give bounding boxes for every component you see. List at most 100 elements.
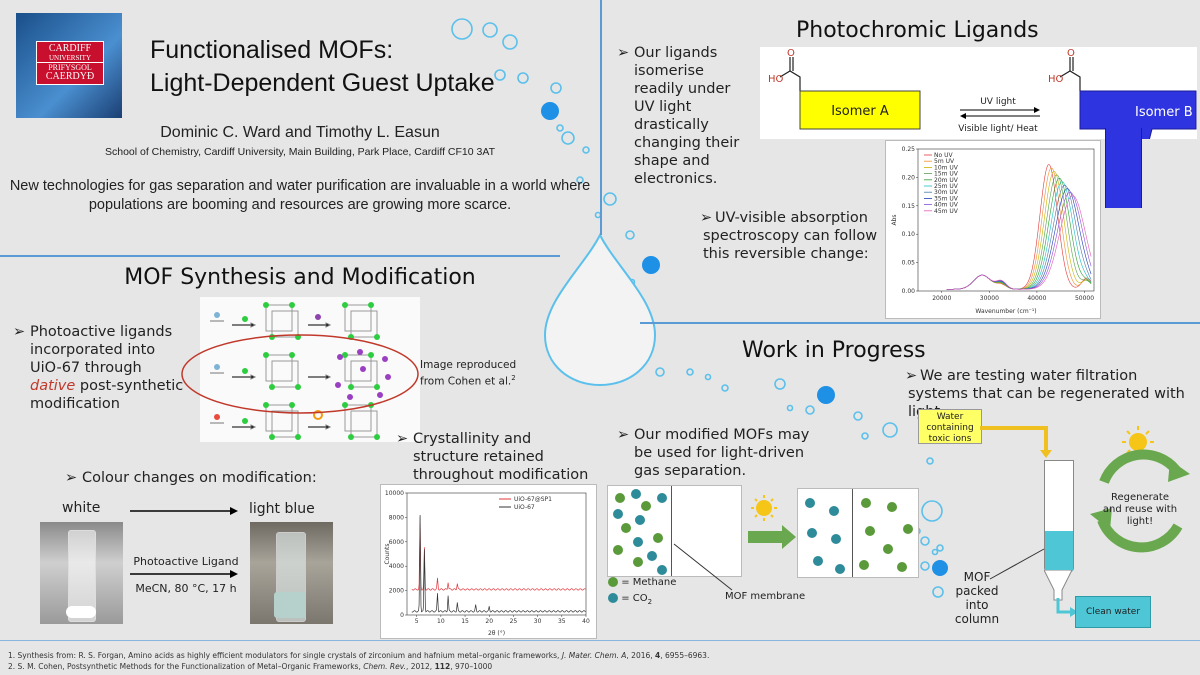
series-line-UiO-67 <box>411 514 586 613</box>
divider-right-horizontal <box>640 322 1200 324</box>
cycle-arrow-bottom <box>1097 518 1183 553</box>
bullet-arrow-icon: ➢ <box>617 427 630 443</box>
image-credit: Image reproduced from Cohen et al.2 <box>420 359 530 389</box>
x-axis-label: 2θ (°) <box>488 630 505 637</box>
bullet-water-filtration: ➢ We are testing water filtration system… <box>905 367 1198 421</box>
bullet-text-dative: dative <box>30 378 76 394</box>
ref1-text: 1. Synthesis from: R. S. Forgan, Amino a… <box>8 651 562 660</box>
ref1-journal: J. Mater. Chem. A <box>561 651 627 660</box>
y-tick-label: 6000 <box>389 539 404 546</box>
bullet-arrow-icon: ➢ <box>617 45 630 61</box>
x-tick-label: 20 <box>485 618 493 625</box>
legend-label: 45m UV <box>934 208 959 215</box>
legend-methane: = Methane <box>608 577 676 588</box>
membrane-line <box>671 486 672 576</box>
series-line-45m UV <box>946 195 1092 290</box>
mof-column-pointer <box>989 548 1045 580</box>
bullet-uv-vis: ➢ UV-visible absorption spectroscopy can… <box>700 209 883 263</box>
plot-frame <box>917 148 1095 292</box>
x-tick-label: 5 <box>415 618 419 625</box>
legend-label: UiO-67@SP1 <box>514 496 552 503</box>
cycle-arrow-top <box>1099 449 1180 484</box>
scheme-guests <box>335 349 391 400</box>
ref2-volume: 112 <box>434 662 451 671</box>
bullet-text-a: Photoactive ligands incorporated into Ui… <box>30 324 173 376</box>
legend-label: 5m UV <box>934 158 955 165</box>
isomer-a-label: Isomer A <box>831 104 889 119</box>
y-tick-label: 0 <box>400 612 404 619</box>
co2-label: = CO <box>621 593 648 604</box>
image-credit-text: Image reproduced from Cohen et al. <box>420 359 517 388</box>
x-tick-label: 25 <box>510 618 518 625</box>
logo-line-2: UNIVERSITY <box>49 54 91 62</box>
bullet-colour-changes: ➢ Colour changes on modification: <box>65 469 342 487</box>
x-tick-label: 40 <box>582 618 590 625</box>
series-line-40m UV <box>946 191 1092 290</box>
isomer-b-stem <box>1105 128 1142 208</box>
poster-title: Functionalised MOFs: Light-Dependent Gue… <box>150 34 495 100</box>
y-tick-label: 0.20 <box>902 174 916 181</box>
logo-line-3: PRIFYSGOL <box>37 62 103 72</box>
y-tick-label: 0.05 <box>902 260 916 267</box>
regenerate-label: Regenerate and reuse with light! <box>1102 492 1178 527</box>
bullet-colour-text: Colour changes on modification: <box>82 470 317 486</box>
reference-2: 2. S. M. Cohen, Postsynthetic Methods fo… <box>8 662 492 671</box>
reaction-label: Photoactive Ligand <box>133 555 239 568</box>
bullet-arrow-icon: ➢ <box>396 431 409 447</box>
legend-label: 25m UV <box>934 183 959 190</box>
university-logo: CARDIFF UNIVERSITY PRIFYSGOL CAERDYÐ <box>16 13 122 118</box>
isomer-a-shape <box>799 90 921 130</box>
ref2-text: 2. S. M. Cohen, Postsynthetic Methods fo… <box>8 662 364 671</box>
bullet-uv-vis-text: UV-visible absorption spectroscopy can f… <box>703 210 878 262</box>
green-arrow-icon <box>748 525 796 549</box>
ref1-pages: , 6955–6963. <box>660 651 710 660</box>
clean-water-box: Clean water <box>1075 596 1151 628</box>
bullet-arrow-icon: ➢ <box>13 324 26 340</box>
isomer-scheme-svg: HO O HO O Isomer A UV light Visible ligh… <box>768 48 1197 208</box>
bullet-isomerise-text: Our ligands isomerise readily under UV l… <box>634 45 740 187</box>
logo-line-4: CAERDYÐ <box>45 71 95 82</box>
bullet-gas-text: Our modified MOFs may be used for light-… <box>634 427 810 479</box>
bullet-arrow-icon: ➢ <box>700 210 713 226</box>
ref1-year: , 2016, <box>626 651 656 660</box>
ref2-journal: Chem. Rev. <box>363 662 406 671</box>
x-tick-label: 10 <box>437 618 445 625</box>
y-tick-label: 0.10 <box>902 231 916 238</box>
bullet-arrow-icon: ➢ <box>65 470 78 486</box>
y-axis-label: Counts <box>384 544 391 565</box>
bullet-gas-separation: ➢ Our modified MOFs may be used for ligh… <box>617 426 819 480</box>
ref1-volume: 4 <box>655 651 661 660</box>
section-heading-synthesis: MOF Synthesis and Modification <box>124 265 476 290</box>
x-tick-label: 30 <box>534 618 542 625</box>
methane-swatch <box>608 577 618 587</box>
bullet-text-b: post-synthetic modification <box>30 378 184 412</box>
image-credit-ref: 2 <box>511 374 516 382</box>
co2-swatch <box>608 593 618 603</box>
section-heading-wip: Work in Progress <box>742 338 926 363</box>
molecules-after <box>805 498 913 574</box>
legend-label: 15m UV <box>934 171 959 178</box>
affiliation: School of Chemistry, Cardiff University,… <box>104 146 495 158</box>
bullet-crystallinity-text: Crystallinity and structure retained thr… <box>413 431 589 483</box>
divider-bottom <box>0 640 1200 641</box>
x-axis-label: Wavenumber (cm⁻¹) <box>975 308 1036 315</box>
x-tick-label: 40000 <box>1027 295 1046 302</box>
y-tick-label: 0.15 <box>902 203 916 210</box>
psm-scheme-figure <box>200 297 420 442</box>
light-arrow-gas <box>748 495 796 549</box>
series-line-5m UV <box>946 167 1092 290</box>
legend-label: 10m UV <box>934 164 959 171</box>
colour-change-arrow <box>130 507 238 515</box>
legend-label: 20m UV <box>934 177 959 184</box>
reaction-conditions: MeCN, 80 °C, 17 h <box>135 582 237 595</box>
vial-light-blue-photo <box>250 522 333 624</box>
co2-subscript: 2 <box>647 598 653 606</box>
bullet-arrow-icon: ➢ <box>905 368 918 384</box>
o-label-a: O <box>787 48 795 59</box>
series-line-20m UV <box>946 177 1092 290</box>
water-droplet-icon <box>543 232 657 387</box>
bullet-isomerise: ➢ Our ligands isomerise readily under UV… <box>617 44 752 188</box>
